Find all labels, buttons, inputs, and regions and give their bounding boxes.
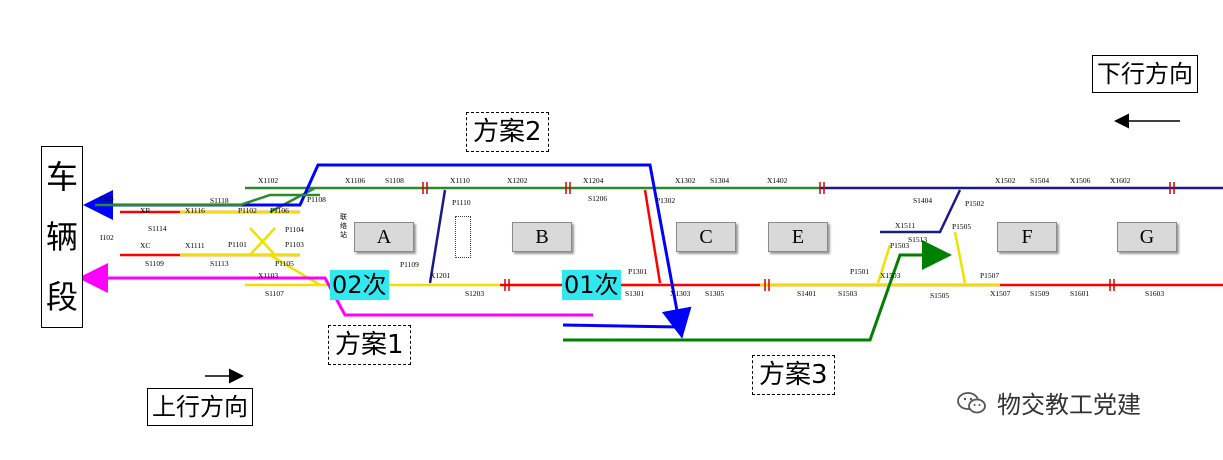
signal-s1503: S1503 <box>838 289 857 298</box>
depot-link-up <box>269 186 316 214</box>
dotted-box <box>455 216 471 258</box>
signal-x1111: X1111 <box>185 241 205 250</box>
signal-s1305: S1305 <box>705 289 724 298</box>
depot-char-1: 车 <box>45 158 78 196</box>
signal-p1109: P1109 <box>400 260 419 269</box>
signal-xc: XC <box>140 241 150 250</box>
plan3-label: 方案3 <box>752 355 835 395</box>
signal-s1206: S1206 <box>588 194 607 203</box>
signal-xr: XR <box>140 206 150 215</box>
station-e: E <box>768 222 828 252</box>
signal-p1103: P1103 <box>285 240 304 249</box>
signal-s1504: S1504 <box>1030 176 1049 185</box>
junction-station-note: 联络站 <box>340 213 347 239</box>
signal-s1404: S1404 <box>913 196 932 205</box>
signal-p1110: P1110 <box>452 198 471 207</box>
signal-s1118: S1118 <box>210 196 229 205</box>
signal-x1602: X1602 <box>1110 176 1131 185</box>
signal-x1502: X1502 <box>995 176 1016 185</box>
up-direction-label: 上行方向 <box>147 388 253 426</box>
signal-x1102: X1102 <box>258 176 278 185</box>
signal-p1507: P1507 <box>980 271 999 280</box>
signal-p1302: P1302 <box>656 196 675 205</box>
station-b: B <box>512 222 572 252</box>
signal-p1104: P1104 <box>285 225 304 234</box>
depot-link-down <box>269 253 321 287</box>
watermark-text: 物交教工党建 <box>997 391 1141 419</box>
train-02-tag: 02次 <box>330 270 389 300</box>
signal-s1601: S1601 <box>1070 289 1089 298</box>
signal-s1109: S1109 <box>145 259 164 268</box>
signal-labels: X1102 X1106 S1108 X1110 X1202 X1204 X130… <box>100 176 1164 300</box>
crossover-c-station <box>643 189 662 284</box>
plan2-route-tail <box>562 323 681 329</box>
signal-s1114: S1114 <box>148 224 167 233</box>
signal-p1502: P1502 <box>965 199 984 208</box>
signal-s1107: S1107 <box>265 289 284 298</box>
signal-x1103: X1103 <box>258 271 278 280</box>
signal-x1511: X1511 <box>895 221 915 230</box>
siding-f-yellow <box>953 231 967 284</box>
signal-i102: I102 <box>100 233 114 242</box>
signal-x1503: X1503 <box>880 271 901 280</box>
crossover-b-station <box>428 189 447 284</box>
signal-x1110: X1110 <box>450 176 470 185</box>
watermark: 物交教工党建 <box>957 385 1141 420</box>
signal-s1108: S1108 <box>385 176 404 185</box>
signal-x1202: X1202 <box>507 176 528 185</box>
signal-s1113: S1113 <box>210 259 229 268</box>
signal-s1603: S1603 <box>1145 289 1164 298</box>
station-c: C <box>676 222 736 252</box>
signal-p1503: P1503 <box>890 241 909 250</box>
signal-p1102: P1102 <box>238 206 257 215</box>
signal-p1501: P1501 <box>850 267 869 276</box>
siding-f-yellow-2 <box>876 244 892 284</box>
signal-s1301: S1301 <box>625 289 644 298</box>
signal-s1509: S1509 <box>1030 289 1049 298</box>
station-g: G <box>1117 222 1177 252</box>
signal-x1201: X1201 <box>430 271 451 280</box>
down-direction-label: 下行方向 <box>1092 55 1198 93</box>
signal-x1116: X1116 <box>185 206 205 215</box>
signal-s1505: S1505 <box>930 291 949 300</box>
signal-s1401: S1401 <box>797 289 816 298</box>
signal-x1402: X1402 <box>767 176 788 185</box>
signal-s1513: S1513 <box>908 235 927 244</box>
depot-char-2: 辆 <box>45 218 78 256</box>
depot-char-3: 段 <box>45 278 78 316</box>
signal-i103: I103 <box>100 194 114 203</box>
signal-p1301: P1301 <box>628 267 647 276</box>
siding-f <box>880 189 962 234</box>
signal-p1105: P1105 <box>275 259 294 268</box>
signal-x1204: X1204 <box>583 176 604 185</box>
station-f: F <box>997 222 1057 252</box>
signal-x1303: X1303 <box>670 289 691 298</box>
crossover-b <box>249 227 276 256</box>
signal-s1304: S1304 <box>710 176 729 185</box>
signal-p1108: P1108 <box>307 195 326 204</box>
signal-x1506: X1506 <box>1070 176 1091 185</box>
wechat-icon <box>957 391 986 413</box>
station-a: A <box>354 222 414 252</box>
signal-x1302: X1302 <box>675 176 696 185</box>
signal-s1203: S1203 <box>465 289 484 298</box>
signal-x1507: X1507 <box>990 289 1011 298</box>
plan3-route <box>563 240 952 342</box>
plan2-label: 方案2 <box>466 112 549 152</box>
vehicle-depot-label: 车 辆 段 <box>41 146 83 328</box>
depot-green-link <box>95 193 320 207</box>
signal-p1505: P1505 <box>952 222 971 231</box>
signal-p1106: P1106 <box>270 206 289 215</box>
train-01-tag: 01次 <box>562 270 621 300</box>
signal-x1106: X1106 <box>345 176 365 185</box>
plan1-label: 方案1 <box>328 325 411 365</box>
insulated-joints <box>422 182 1175 291</box>
signal-p1101: P1101 <box>228 240 247 249</box>
